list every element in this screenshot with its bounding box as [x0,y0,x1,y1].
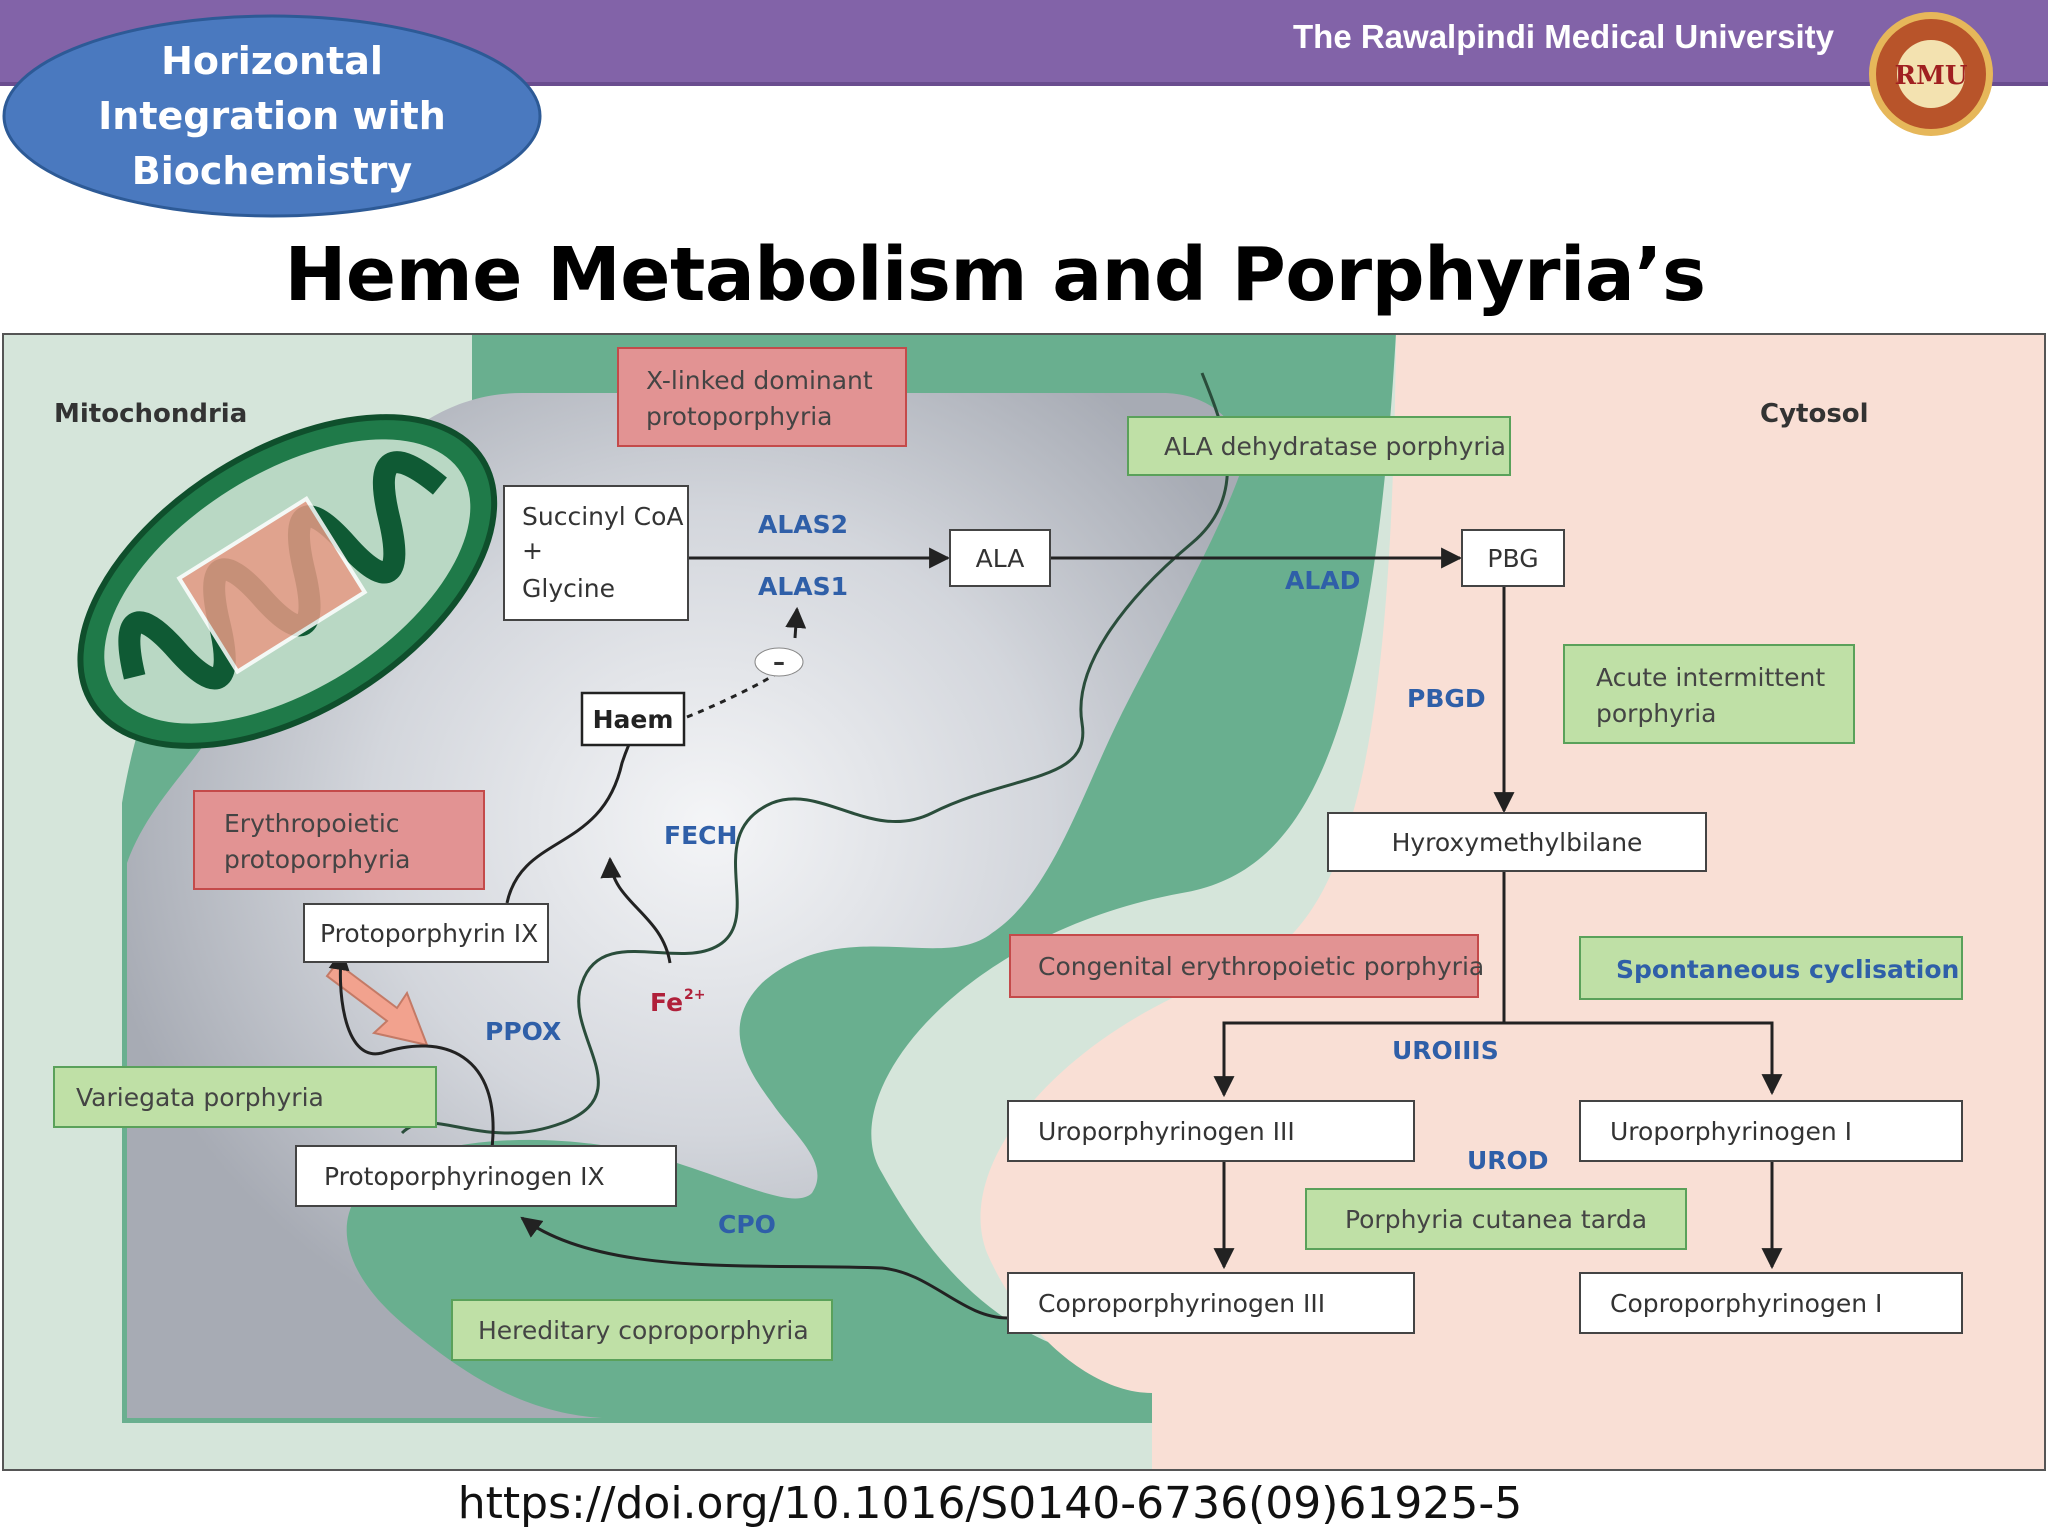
node-iron: Fe 2+ [650,987,705,1017]
integration-badge-text: Horizontal Integration with Biochemistry [98,38,446,193]
logo-letters: RMU [1894,61,1967,91]
epp-line2: protoporphyria [224,845,411,874]
node-protoporphyrinogen-ix: Protoporphyrinogen IX [295,1145,677,1207]
vp-label: Variegata porphyria [76,1083,324,1112]
university-name: The Rawalpindi Medical University [1293,18,1834,55]
copro1-label: Coproporphyrinogen I [1610,1289,1882,1318]
alad-porphyria-label: ALA dehydratase porphyria [1164,432,1506,461]
inhibition-arrow [785,606,807,639]
region-label-mitochondria: Mitochondria [54,399,247,429]
disorder-pct: Porphyria cutanea tarda [1305,1188,1687,1250]
university-logo: RMU [1869,12,1993,136]
logo-core [1897,40,1965,108]
enzyme-cpo: CPO [718,1210,776,1239]
aip-line2: porphyria [1596,699,1717,728]
pbg-label: PBG [1487,544,1538,573]
region-label-cytosol: Cytosol [1760,399,1869,429]
enzyme-alad: ALAD [1285,566,1360,595]
matrix-boundary-line [400,372,1229,1135]
node-uroporphyrinogen-i: Uroporphyrinogen I [1579,1100,1963,1162]
node-ala: ALA [949,529,1051,587]
enzyme-ppox: PPOX [485,1017,561,1046]
pathway-arrows [328,547,1783,1320]
disorder-cep: Congenital erythropoietic porphyria [1009,934,1484,998]
succinyl-label: Succinyl CoA [522,502,684,531]
zoom-arrow [325,961,429,1047]
inhibition-sign: – [773,648,785,676]
hmb-label: Hyroxymethylbilane [1392,828,1643,857]
pct-label: Porphyria cutanea tarda [1345,1205,1647,1234]
arrow-copro3-to-protogen9 [520,1216,1009,1320]
enzyme-urod: UROD [1467,1146,1549,1175]
disorder-alad-porphyria: ALA dehydratase porphyria [1127,416,1511,476]
arrow-iron-to-fech [600,856,672,964]
disorder-aip: Acute intermittent porphyria [1563,644,1855,744]
uro1-label: Uroporphyrinogen I [1610,1117,1852,1146]
node-protoporphyrin-ix: Protoporphyrin IX [303,903,549,963]
plus-label: + [522,536,543,565]
ala-label: ALA [976,544,1025,573]
iron-charge: 2+ [684,987,705,1003]
haem-label: Haem [593,705,674,734]
node-hydroxymethylbilane: Hyroxymethylbilane [1327,812,1707,872]
copro3-label: Coproporphyrinogen III [1038,1289,1325,1318]
enzyme-uroiiis: UROIIIS [1392,1036,1499,1065]
iron-label: Fe [650,988,683,1017]
badge [2,14,542,218]
xldp-line2: protoporphyria [646,402,833,431]
diagram-frame [2,333,2046,1471]
cep-label: Congenital erythropoietic porphyria [1038,952,1484,981]
inhibition-circle [754,647,804,677]
disorder-epp: Erythropoietic protoporphyria [193,790,485,890]
node-coproporphyrinogen-i: Coproporphyrinogen I [1579,1272,1963,1334]
page-title: Heme Metabolism and Porphyria’s [284,232,1706,318]
node-coproporphyrinogen-iii: Coproporphyrinogen III [1007,1272,1415,1334]
xldp-line1: X-linked dominant [646,366,873,395]
disorder-hc: Hereditary coproporphyria [451,1299,833,1361]
protogen9-label: Protoporphyrinogen IX [324,1162,605,1191]
epp-line1: Erythropoietic [224,809,400,838]
node-succinyl-glycine: Succinyl CoA + Glycine [503,485,689,621]
disorder-xldp: X-linked dominant protoporphyria [617,347,907,447]
enzyme-pbgd: PBGD [1407,684,1486,713]
cytosol-intrusion [980,333,2046,1471]
enzyme-fech: FECH [664,821,737,850]
arrow-protogen9-to-proto9 [328,948,495,1149]
hc-label: Hereditary coproporphyria [478,1316,809,1345]
aip-line1: Acute intermittent [1596,663,1825,692]
enzyme-alas2: ALAS2 [758,510,848,539]
doi-link[interactable]: https://doi.org/10.1016/S0140-6736(09)61… [457,1478,1523,1529]
node-uroporphyrinogen-iii: Uroporphyrinogen III [1007,1100,1415,1162]
heme-pathway-diagram: Mitochondria Cytosol – Succinyl CoA + Gl… [2,333,2046,1476]
proto9-label: Protoporphyrin IX [320,919,538,948]
disorder-vp: Variegata porphyria [53,1066,437,1128]
uro3-label: Uroporphyrinogen III [1038,1117,1295,1146]
node-pbg: PBG [1461,529,1565,587]
disorder-spontaneous-cyclisation: Spontaneous cyclisation [1579,936,1963,1000]
enzyme-labels: ALAS2 ALAS1 ALAD PBGD UROIIIS UROD CPO P… [485,510,1549,1239]
mitochondrion-illustration [77,414,498,749]
spontaneous-label: Spontaneous cyclisation [1616,955,1959,984]
glycine-label: Glycine [522,574,615,603]
enzyme-alas1: ALAS1 [758,572,848,601]
node-haem: Haem [580,691,686,747]
